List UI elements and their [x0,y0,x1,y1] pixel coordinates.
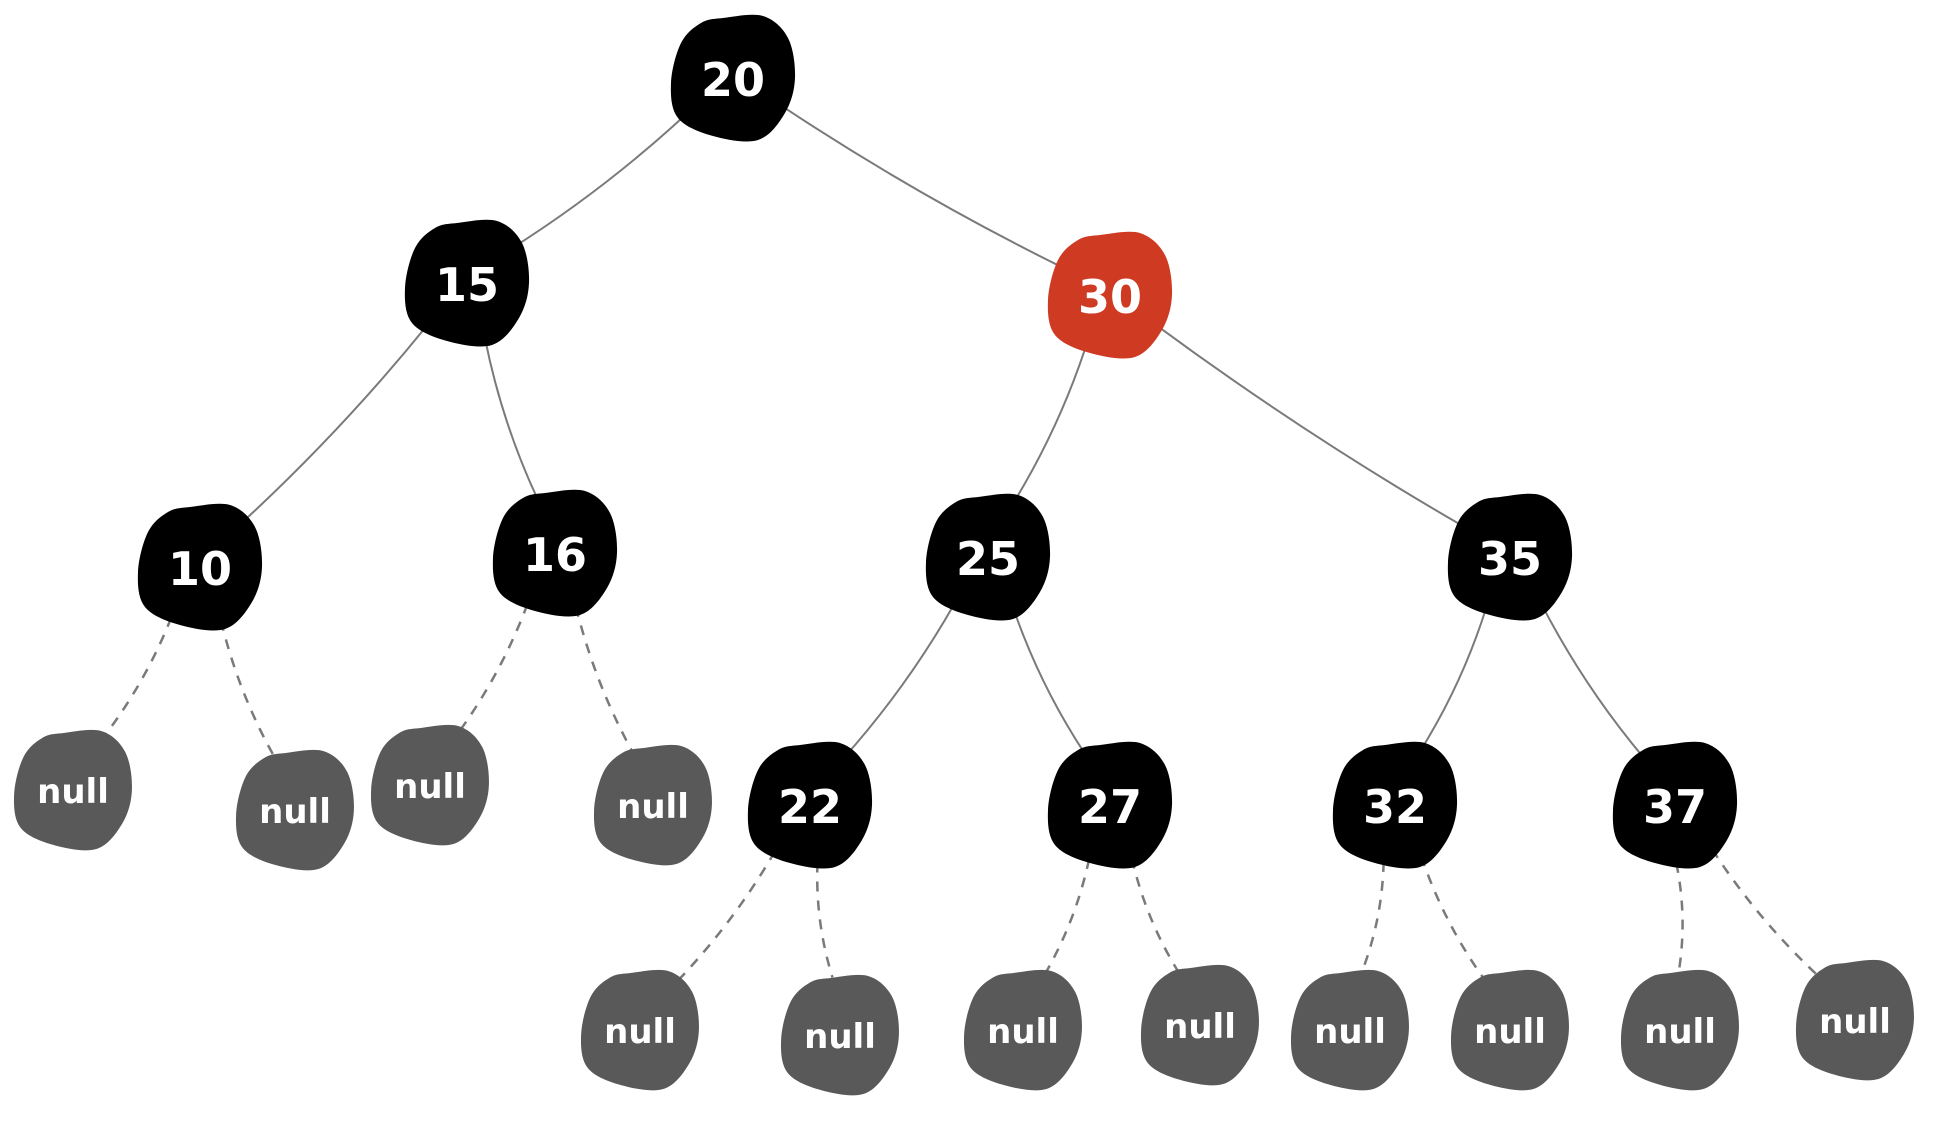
node-key-label: 37 [1643,780,1707,834]
node-key-label: 27 [1078,780,1142,834]
null-leaf-node: null [580,969,699,1091]
tree-node-16: 16 [492,489,618,617]
black-node-shape [925,493,1051,621]
edges-layer [100,106,1819,985]
edge-n15-n16 [483,337,538,499]
null-label: null [1474,1012,1546,1052]
null-node-shape [1795,959,1914,1081]
null-node-shape [13,729,132,851]
edge-n20-n15 [512,112,688,249]
null-label: null [1314,1012,1386,1052]
null-leaf-node: null [1450,969,1569,1091]
edge-n16-null3 [456,603,529,735]
tree-node-20: 20 [670,14,796,142]
null-node-shape [963,969,1082,1091]
null-node-shape [1290,969,1409,1091]
edge-n22-null6 [815,862,834,978]
edge-n20-n30 [782,106,1061,267]
null-node-shape [235,749,354,871]
null-label: null [1164,1007,1236,1047]
tree-node-30: 30 [1047,231,1173,359]
null-label: null [259,792,331,832]
tree-node-22: 22 [747,741,873,869]
null-label: null [617,787,689,827]
tree-node-32: 32 [1332,741,1458,869]
null-node-shape [580,969,699,1091]
black-node-shape [747,741,873,869]
null-label: null [1644,1012,1716,1052]
null-label: null [37,772,109,812]
null-node-shape [780,974,899,1096]
node-key-label: 10 [168,542,232,596]
tree-node-35: 35 [1447,493,1573,621]
tree-node-25: 25 [925,493,1051,621]
edge-n10-null2 [219,620,275,757]
black-node-shape [492,489,618,617]
null-label: null [987,1012,1059,1052]
null-node-shape [370,724,489,846]
node-key-label: 32 [1363,780,1427,834]
edge-n27-null8 [1130,858,1180,972]
null-leaf-node: null [593,744,712,866]
edge-n22-null5 [674,850,777,985]
edge-n35-n37 [1541,604,1644,758]
black-node-shape [1332,741,1458,869]
null-leaf-node: null [1795,959,1914,1081]
edge-n30-n35 [1157,325,1462,527]
node-key-label: 35 [1478,532,1542,586]
nodes-layer: 20 15 30 10 16 25 35 22 27 32 37 null null null null nu… [13,14,1914,1096]
null-leaf-node: null [235,749,354,871]
null-leaf-node: null [780,974,899,1096]
edge-n30-n25 [1011,347,1087,505]
black-node-shape [1447,493,1573,621]
black-node-shape [404,219,530,347]
null-node-shape [593,744,712,866]
edge-n25-n22 [843,603,956,759]
edge-n27-null7 [1042,858,1091,977]
null-leaf-node: null [370,724,489,846]
black-node-shape [670,14,796,142]
null-node-shape [1620,969,1739,1091]
node-key-label: 20 [701,53,765,107]
edge-n32-null9 [1360,861,1385,974]
red-node-shape [1047,231,1173,359]
edge-n35-n32 [1418,609,1487,753]
tree-node-10: 10 [137,503,263,631]
edge-n16-null4 [574,606,634,752]
null-leaf-node: null [1620,969,1739,1091]
tree-node-37: 37 [1612,741,1738,869]
black-node-shape [1047,741,1173,869]
edge-n37-null12 [1711,848,1819,977]
null-node-shape [1450,969,1569,1091]
black-node-shape [137,503,263,631]
null-leaf-node: null [13,729,132,851]
node-key-label: 30 [1078,270,1142,324]
black-node-shape [1612,741,1738,869]
node-key-label: 16 [523,528,587,582]
node-key-label: 25 [956,532,1020,586]
null-label: null [1819,1002,1891,1042]
null-label: null [394,767,466,807]
node-key-label: 22 [778,780,842,834]
edge-n25-n27 [1012,608,1086,754]
edge-n15-n10 [239,324,429,526]
edge-n37-null11 [1675,862,1684,973]
null-label: null [604,1012,676,1052]
null-leaf-node: null [1140,964,1259,1086]
null-node-shape [1140,964,1259,1086]
tree-node-27: 27 [1047,741,1173,869]
tree-node-15: 15 [404,219,530,347]
null-label: null [804,1017,876,1057]
edge-n10-null1 [100,616,173,741]
node-key-label: 15 [435,258,499,312]
null-leaf-node: null [1290,969,1409,1091]
edge-n32-null10 [1420,856,1485,980]
null-leaf-node: null [963,969,1082,1091]
